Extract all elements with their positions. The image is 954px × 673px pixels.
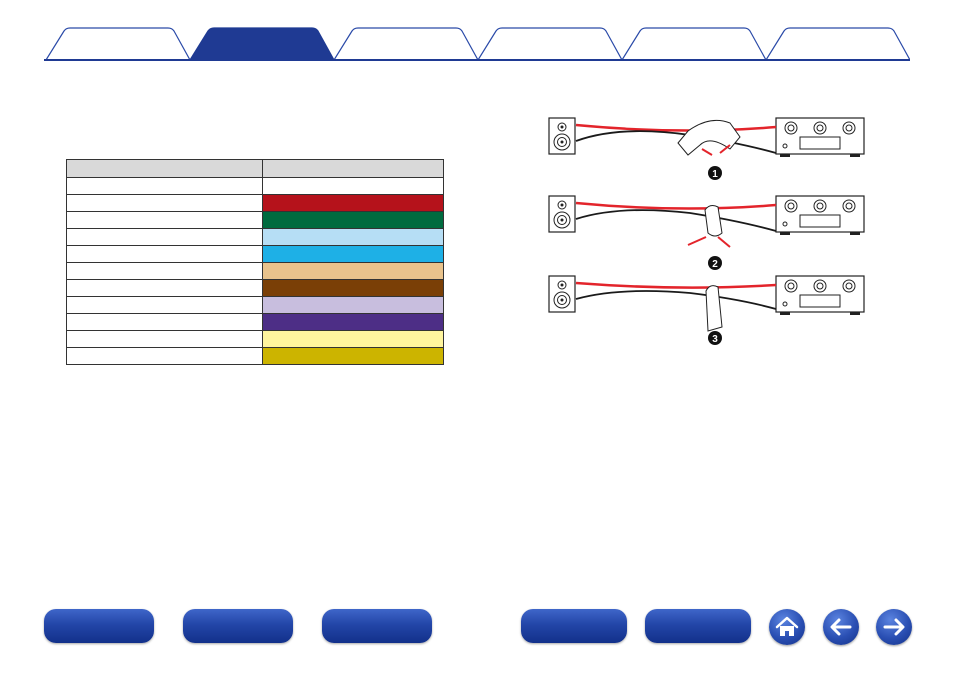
tab-3[interactable] [332, 27, 478, 60]
color-swatch [262, 177, 444, 195]
receiver-icon [775, 195, 865, 236]
step-2-badge [708, 256, 722, 270]
color-swatch [262, 279, 444, 297]
step-2-number: 2 [712, 259, 718, 270]
speaker-icon [548, 275, 576, 313]
table-row [66, 177, 444, 195]
speaker-icon [548, 195, 576, 233]
back-arrow-icon [830, 618, 852, 636]
table-header-color [262, 159, 444, 178]
table-row [66, 296, 444, 314]
step-3-badge [708, 331, 722, 345]
row-label [66, 262, 263, 280]
forward-button[interactable] [876, 609, 912, 645]
tab-5[interactable] [620, 27, 766, 60]
table-header-channel [66, 159, 263, 178]
home-button[interactable] [769, 609, 805, 645]
table-row [66, 347, 444, 365]
receiver-icon [775, 117, 865, 158]
table-row [66, 279, 444, 297]
table-row [66, 245, 444, 263]
row-label [66, 245, 263, 263]
bottom-nav-button-3[interactable] [322, 609, 432, 643]
row-label [66, 177, 263, 195]
diagram-step-2: 2 [548, 195, 865, 270]
step-1-badge [708, 166, 722, 180]
color-swatch [262, 296, 444, 314]
diagram-step-1: 1 [548, 117, 865, 180]
row-label [66, 228, 263, 246]
diagram-step-3: 3 [548, 275, 865, 345]
bottom-nav-button-4[interactable] [521, 609, 627, 643]
color-swatch [262, 347, 444, 365]
table-row [66, 330, 444, 348]
tab-bar-underline [44, 59, 910, 61]
top-tab-bar [44, 27, 910, 61]
color-swatch [262, 211, 444, 229]
row-label [66, 296, 263, 314]
row-label [66, 347, 263, 365]
color-swatch [262, 262, 444, 280]
row-label [66, 279, 263, 297]
receiver-icon [775, 275, 865, 316]
step-3-number: 3 [712, 334, 718, 345]
color-swatch [262, 245, 444, 263]
table-row [66, 313, 444, 331]
tab-1[interactable] [44, 27, 190, 60]
color-swatch [262, 330, 444, 348]
table-row [66, 228, 444, 246]
cable-color-table [66, 159, 444, 365]
color-swatch [262, 313, 444, 331]
step-1-number: 1 [712, 169, 718, 180]
bottom-nav-button-1[interactable] [44, 609, 154, 643]
forward-arrow-icon [883, 618, 905, 636]
home-icon [775, 616, 799, 636]
color-swatch [262, 194, 444, 212]
tab-2[interactable] [188, 27, 334, 60]
tab-4[interactable] [476, 27, 622, 60]
cable-label-diagram: 1 2 3 [540, 105, 880, 355]
row-label [66, 194, 263, 212]
bottom-nav-button-2[interactable] [183, 609, 293, 643]
table-row [66, 262, 444, 280]
tab-6[interactable] [764, 27, 910, 60]
row-label [66, 330, 263, 348]
table-header-row [66, 159, 444, 178]
bottom-nav-button-5[interactable] [645, 609, 751, 643]
row-label [66, 313, 263, 331]
color-swatch [262, 228, 444, 246]
speaker-icon [548, 117, 576, 155]
row-label [66, 211, 263, 229]
table-row [66, 211, 444, 229]
back-button[interactable] [823, 609, 859, 645]
table-row [66, 194, 444, 212]
